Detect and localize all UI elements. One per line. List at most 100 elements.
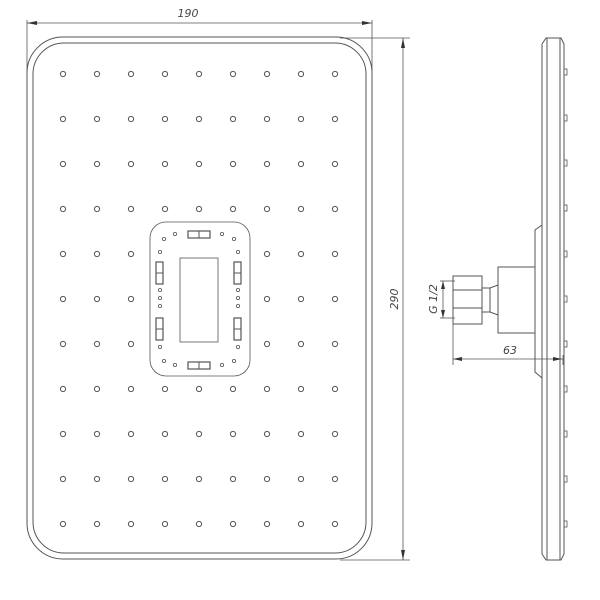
- nozzle: [93, 70, 101, 78]
- nozzle: [331, 115, 339, 123]
- nozzle: [331, 385, 339, 393]
- nozzle: [229, 520, 237, 528]
- panel-hole: [231, 358, 236, 363]
- height-label: 290: [388, 289, 401, 310]
- side-pin: [563, 114, 568, 122]
- panel-hole: [231, 236, 236, 241]
- nozzle: [297, 340, 305, 348]
- nozzle: [127, 430, 135, 438]
- nozzle: [93, 520, 101, 528]
- nozzle: [195, 160, 203, 168]
- nozzle: [59, 205, 67, 213]
- nozzle: [59, 250, 67, 258]
- nozzle: [263, 70, 271, 78]
- nozzle: [297, 385, 305, 393]
- front-view: [26, 36, 373, 560]
- nozzle: [195, 385, 203, 393]
- nozzle: [127, 115, 135, 123]
- nozzle: [297, 295, 305, 303]
- nozzle: [161, 385, 169, 393]
- nozzle: [59, 160, 67, 168]
- panel-hole: [219, 231, 224, 236]
- nozzle: [59, 295, 67, 303]
- panel-hole: [157, 303, 162, 308]
- nozzle: [161, 160, 169, 168]
- nozzle: [331, 70, 339, 78]
- nozzle: [59, 520, 67, 528]
- nozzle: [263, 160, 271, 168]
- nozzle: [127, 70, 135, 78]
- nozzle: [161, 115, 169, 123]
- nozzle: [161, 475, 169, 483]
- side-pin: [563, 295, 568, 303]
- nozzle: [127, 385, 135, 393]
- panel-hole: [235, 344, 240, 349]
- nozzle: [59, 385, 67, 393]
- nozzle: [229, 115, 237, 123]
- side-pin: [563, 430, 568, 438]
- nozzle: [297, 115, 305, 123]
- body-outline-outer: [26, 36, 373, 560]
- nozzle: [93, 430, 101, 438]
- nozzle: [127, 340, 135, 348]
- nozzle: [93, 475, 101, 483]
- nozzle: [331, 520, 339, 528]
- nozzle: [127, 205, 135, 213]
- center-panel: [149, 221, 251, 377]
- side-pin: [563, 68, 568, 76]
- side-pins: [563, 68, 568, 528]
- nozzle: [93, 205, 101, 213]
- nozzle: [263, 475, 271, 483]
- nozzle: [59, 475, 67, 483]
- panel-hole: [157, 287, 162, 292]
- nozzle: [297, 70, 305, 78]
- panel-hole: [235, 287, 240, 292]
- nozzle: [229, 205, 237, 213]
- nozzle: [195, 205, 203, 213]
- nozzle: [263, 295, 271, 303]
- panel-hole: [219, 362, 224, 367]
- panel-hole: [172, 231, 177, 236]
- nozzle: [263, 430, 271, 438]
- panel-hole: [235, 303, 240, 308]
- panel-hole: [161, 358, 166, 363]
- nozzle: [93, 295, 101, 303]
- depth-label: 63: [503, 344, 517, 357]
- nozzle: [297, 475, 305, 483]
- nozzle: [229, 475, 237, 483]
- nozzle: [127, 160, 135, 168]
- nozzle: [263, 340, 271, 348]
- panel-hole: [157, 295, 162, 300]
- nozzle: [297, 430, 305, 438]
- nozzle: [127, 250, 135, 258]
- nozzle: [161, 205, 169, 213]
- panel-hole: [157, 344, 162, 349]
- nozzle: [229, 385, 237, 393]
- side-pin: [563, 204, 568, 212]
- nozzle: [331, 160, 339, 168]
- nozzle: [229, 70, 237, 78]
- nozzle: [59, 340, 67, 348]
- nozzle: [331, 250, 339, 258]
- nozzle: [297, 250, 305, 258]
- side-pin: [563, 385, 568, 393]
- depth-dimension: 63: [452, 324, 564, 365]
- side-pin: [563, 340, 568, 348]
- nozzle: [195, 115, 203, 123]
- side-pin: [563, 475, 568, 483]
- nozzle: [331, 340, 339, 348]
- side-pin: [563, 250, 568, 258]
- nozzle: [93, 250, 101, 258]
- nozzle: [93, 385, 101, 393]
- panel-hole: [235, 295, 240, 300]
- nozzle: [297, 160, 305, 168]
- side-view: [452, 37, 568, 561]
- nozzle: [229, 430, 237, 438]
- panel-outline: [149, 221, 251, 377]
- thread-label: G 1/2: [427, 284, 440, 314]
- nozzle: [263, 250, 271, 258]
- nozzle: [263, 115, 271, 123]
- nozzle: [127, 520, 135, 528]
- nozzle: [331, 295, 339, 303]
- nozzle: [195, 430, 203, 438]
